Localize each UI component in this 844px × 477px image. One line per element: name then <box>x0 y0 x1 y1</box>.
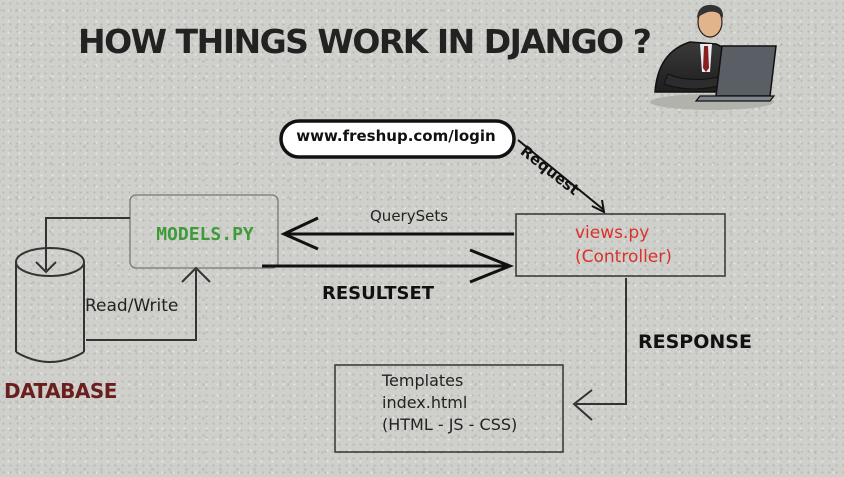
businessman-illustration <box>650 4 777 110</box>
templates-text: Templates index.html (HTML - JS - CSS) <box>382 370 517 436</box>
database-cylinder <box>15 247 85 363</box>
views-role: (Controller) <box>575 247 672 267</box>
resultset-label: RESULTSET <box>322 283 435 304</box>
views-label: views.py (Controller) <box>575 221 672 269</box>
templates-line: (HTML - JS - CSS) <box>382 415 518 434</box>
readwrite-label: Read/Write <box>85 296 179 316</box>
models-to-database-line <box>45 217 130 270</box>
response-head <box>572 389 593 421</box>
querysets-label: QuerySets <box>370 207 449 225</box>
templates-line: Templates <box>382 371 464 390</box>
models-to-database-head <box>35 261 57 274</box>
readwrite-line <box>86 270 197 341</box>
request-arrow-line <box>517 139 605 211</box>
request-arrow-head <box>591 199 606 214</box>
database-label: DATABASE <box>4 379 117 403</box>
resultset-arrow-head <box>469 248 515 284</box>
models-label: MODELS.PY <box>156 224 254 245</box>
diagram-title: HOW THINGS WORK IN DJANGO ? <box>78 22 652 61</box>
response-label: RESPONSE <box>638 331 752 353</box>
url-pill <box>279 119 516 159</box>
models-box <box>129 194 279 269</box>
views-box <box>515 213 726 277</box>
response-line <box>576 278 627 405</box>
request-url: www.freshup.com/login <box>296 127 496 145</box>
views-filename: views.py <box>575 223 650 243</box>
templates-line: index.html <box>382 393 468 412</box>
templates-box <box>334 364 564 453</box>
readwrite-head <box>181 266 211 283</box>
querysets-arrow-head <box>280 216 319 251</box>
